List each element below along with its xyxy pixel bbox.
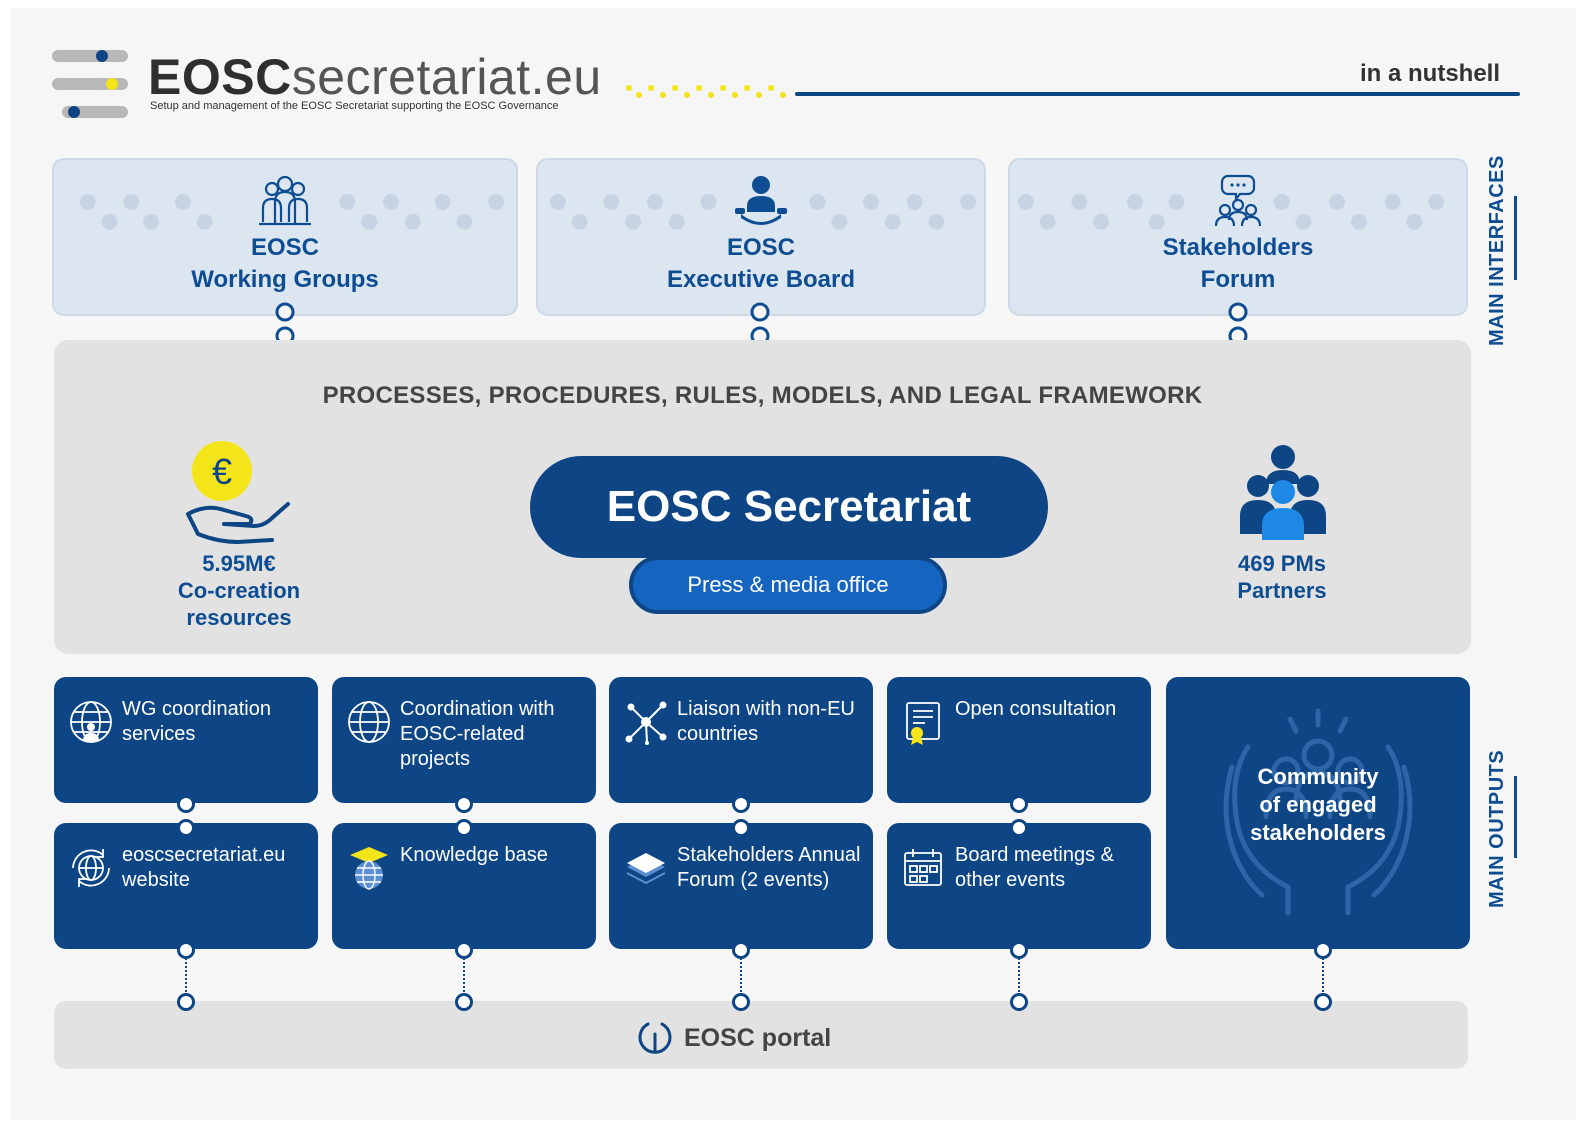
brand-title: EOSCsecretariat.eu: [148, 50, 602, 104]
output-text: WG coordination services: [122, 698, 271, 745]
portal-icon: [638, 1022, 672, 1054]
row-connector: [732, 795, 750, 837]
eosc-secretariat-pill: EOSC Secretariat: [530, 456, 1048, 558]
output-text: Liaison with non-EU countries: [677, 698, 855, 745]
side-bar: [1514, 776, 1517, 858]
interface-executive-board: EOSC Executive Board: [536, 158, 986, 316]
output-coordination-projects: Coordination with EOSC-related projects: [332, 677, 596, 803]
community-label: Community of engaged stakeholders: [1166, 763, 1470, 847]
working-groups-icon: [259, 175, 311, 226]
calendar-icon: [904, 849, 942, 886]
brand-light: secretariat.eu: [291, 49, 602, 105]
interface-line2: Working Groups: [191, 266, 379, 293]
interface-stakeholders-forum: Stakeholders Forum: [1008, 158, 1468, 316]
euro-hand-icon: €: [186, 441, 290, 544]
dots-pattern: [1017, 194, 1445, 230]
portal-connector: [455, 941, 473, 1011]
executive-board-icon: [735, 176, 787, 225]
dots-pattern: [549, 194, 977, 230]
output-community: Community of engaged stakeholders: [1166, 677, 1470, 949]
globe-icon: [348, 701, 390, 743]
interface-line2: Executive Board: [666, 266, 856, 293]
press-media-office-pill: Press & media office: [629, 556, 947, 614]
funding-label-1: Co-creation: [177, 578, 301, 603]
output-text: Board meetings & other events: [955, 844, 1114, 891]
row-connector: [455, 795, 473, 837]
community-line-3: stakeholders: [1250, 820, 1386, 845]
portal-connector: [732, 941, 750, 1011]
partners-label: Partners: [1237, 578, 1327, 603]
web-refresh-icon: [72, 849, 110, 887]
community-line-2: of engaged: [1259, 792, 1377, 817]
interface-line2: Forum: [1200, 266, 1276, 293]
brand-bold: EOSC: [148, 49, 292, 105]
graduation-globe-icon: [350, 847, 388, 890]
main-outputs-label: MAIN OUTPUTS: [1486, 749, 1508, 908]
euro-symbol: €: [212, 451, 232, 492]
stakeholders-forum-icon: [1214, 174, 1262, 227]
portal-connector: [1010, 941, 1028, 1011]
portal-connector: [1314, 941, 1332, 1011]
output-wg-coordination: WG coordination services: [54, 677, 318, 803]
dots-pattern: [79, 194, 505, 230]
community-line-1: Community: [1257, 764, 1379, 789]
output-text: Open consultation: [955, 698, 1117, 720]
interface-line1: EOSC: [726, 234, 795, 261]
side-bar: [1514, 196, 1517, 280]
person-months: 469 PMs: [1237, 551, 1327, 576]
layers-icon: [626, 853, 666, 885]
output-board-meetings: Board meetings & other events: [887, 823, 1151, 949]
interface-line1: Stakeholders: [1162, 234, 1314, 261]
portal-connector: [177, 941, 195, 1011]
interface-line1: EOSC: [250, 234, 319, 261]
interface-working-groups: EOSC Working Groups: [52, 158, 518, 316]
funding-stat: 5.95M€ Co-creation resources: [140, 550, 338, 631]
output-knowledge-base: Knowledge base: [332, 823, 596, 949]
output-annual-forum: Stakeholders Annual Forum (2 events): [609, 823, 873, 949]
globe-people-icon: [70, 701, 112, 743]
output-text: eoscsecretariat.eu website: [122, 844, 286, 891]
nutshell-label: in a nutshell: [1360, 60, 1501, 87]
output-text: Stakeholders Annual Forum (2 events): [677, 844, 861, 891]
output-website: eoscsecretariat.eu website: [54, 823, 318, 949]
partners-stat: 469 PMs Partners: [1200, 550, 1364, 604]
row-connector: [177, 795, 195, 837]
output-liaison: Liaison with non-EU countries: [609, 677, 873, 803]
eosc-portal-label: EOSC portal: [684, 1024, 832, 1052]
eosc-portal-bar: [54, 1001, 1468, 1069]
funding-label-2: resources: [186, 605, 292, 630]
tagline: Setup and management of the EOSC Secreta…: [150, 100, 559, 112]
output-open-consultation: Open consultation: [887, 677, 1151, 803]
network-icon: [625, 701, 667, 745]
framework-title: PROCESSES, PROCEDURES, RULES, MODELS, AN…: [322, 382, 1203, 409]
hands-community-icon: [1223, 708, 1413, 916]
people-group-icon: [1240, 445, 1326, 540]
header-divider: [626, 85, 1520, 98]
document-certificate-icon: [906, 702, 940, 745]
eosc-logo-icon: [52, 50, 128, 118]
row-connector: [1010, 795, 1028, 837]
main-interfaces-label: MAIN INTERFACES: [1486, 155, 1508, 346]
output-text: Coordination with EOSC-related projects: [400, 698, 555, 770]
funding-amount: 5.95M€: [202, 551, 276, 576]
output-text: Knowledge base: [400, 844, 548, 866]
